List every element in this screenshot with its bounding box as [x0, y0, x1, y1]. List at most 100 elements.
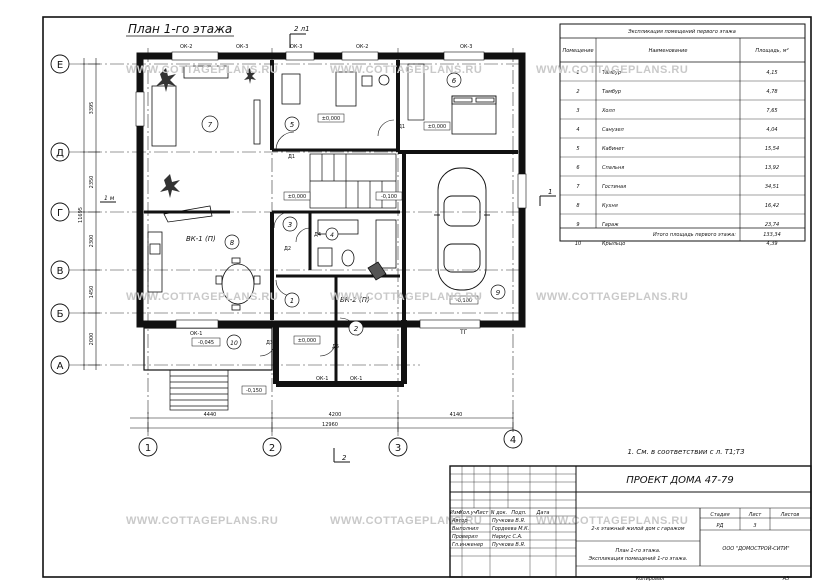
axis-bubbles-bottom: 1 2 3 4: [138, 429, 523, 457]
section-mark-left: 1 м: [104, 195, 115, 202]
explication-name-8: Кухня: [602, 203, 618, 209]
bathroom-fixtures: [317, 219, 397, 281]
porch-stairs: [169, 369, 229, 411]
room-number-1: 1: [290, 297, 294, 305]
dim-left-total: 11695: [78, 207, 84, 223]
plant-icons: [156, 68, 256, 198]
explication-area-10: 4,39: [766, 241, 777, 247]
window-mark-1: ОК-2: [180, 44, 192, 50]
bed-icon: [451, 95, 497, 135]
label-vk1: ВК-1 (П): [186, 235, 216, 243]
window-mark-4: ОК-2: [356, 44, 368, 50]
explication-name-9: Гараж: [602, 222, 619, 228]
footnote: 1. См. в соответствии с л. Т1;Т3: [627, 448, 744, 456]
explication-area-9: 23,74: [765, 222, 779, 228]
axis-bubbles-left: Е Д Г В Б А: [50, 54, 70, 375]
explication-area-6: 13,92: [765, 165, 779, 171]
window-mark-2: ОК-3: [236, 44, 248, 50]
window-mark-5: ОК-3: [460, 44, 472, 50]
explication-area-3: 7,65: [766, 108, 777, 114]
section-mark-bottom: 2: [342, 454, 347, 462]
title-sheet-1: План 1-го этажа.: [615, 548, 660, 554]
explication-num-4: 4: [576, 127, 579, 133]
dim-left-2: 2350: [89, 176, 95, 189]
explication-num-10: 10: [575, 241, 581, 247]
axis-bubble-d: [50, 142, 70, 162]
window-mark-3: ОК-3: [290, 44, 302, 50]
label-d4: Д4: [314, 232, 321, 238]
axis-label-4: 4: [510, 435, 516, 446]
label-vk2: ВК-2 (П): [340, 296, 370, 304]
explication-total-value: 133,34: [763, 232, 781, 238]
explication-header-num: Помещение: [562, 48, 593, 54]
watermark-8: WWW.COTTAGEPLANS.RU: [330, 515, 482, 527]
internal-stair: [309, 153, 397, 209]
title-list-header: Лист: [748, 512, 763, 518]
watermark-1: WWW.COTTAGEPLANS.RU: [126, 64, 278, 76]
explication-num-7: 7: [576, 184, 580, 190]
title-name-4: Пучкова В.Я.: [492, 542, 525, 548]
room-number-9: 9: [496, 289, 501, 297]
title-format: А3: [782, 576, 790, 582]
axis-bubble-a: [50, 355, 70, 375]
explication-area-7: 34,51: [765, 184, 779, 190]
explication-area-2: 4,78: [766, 89, 777, 95]
explication-num-3: 3: [576, 108, 579, 114]
title-col-kol: Кол.уч: [459, 510, 476, 516]
label-d2: Д2: [284, 246, 291, 252]
explication-total-label: Итого площадь первого этажа:: [653, 232, 736, 238]
title-stage-header: Стадия: [710, 512, 729, 518]
title-name-2: Гордеева М.К.: [492, 526, 529, 532]
kitchen-furniture: [147, 205, 261, 311]
title-name-3: Нариус С.А.: [492, 534, 523, 540]
axis-label-v: В: [57, 266, 64, 277]
level-marks: [191, 113, 479, 395]
level-bedroom: ±0,000: [428, 124, 447, 130]
explication-num-8: 8: [576, 203, 579, 209]
room-number-5: 5: [290, 121, 295, 129]
title-stage-value: РД: [717, 523, 724, 529]
explication-area-5: 15,54: [765, 146, 779, 152]
windows: [135, 51, 527, 329]
title-col-izm: Изм.: [450, 510, 462, 516]
title-col-podp: Подп.: [511, 510, 526, 516]
label-d1b: Д1: [398, 124, 405, 130]
window-mark-6: ОК-1: [190, 331, 202, 337]
explication-num-5: 5: [576, 146, 579, 152]
dim-left-1: 3395: [89, 102, 95, 115]
level-vestibule: ±0,000: [298, 338, 317, 344]
section-mark-top: 2 л1: [294, 25, 310, 33]
explication-name-6: Спальня: [602, 165, 624, 171]
title-role-4: Гл.инженер: [452, 542, 483, 548]
axis-label-3: 3: [395, 443, 401, 454]
axis-bubble-g: [50, 202, 70, 222]
explication-name-3: Холл: [601, 108, 616, 114]
window-mark-8: ОК-1: [350, 376, 362, 382]
axis-label-d: Д: [56, 148, 64, 159]
axis-label-a: А: [57, 361, 64, 372]
plan-title: План 1-го этажа: [128, 22, 232, 36]
watermark-3: WWW.COTTAGEPLANS.RU: [536, 64, 688, 76]
dimension-lines: [80, 58, 514, 432]
explication-name-10: Крыльцо: [602, 241, 625, 247]
explication-header-area: Площадь, м²: [755, 48, 788, 54]
title-col-list: Лист: [475, 510, 490, 516]
title-col-data: Дата: [536, 510, 550, 516]
explication-num-6: 6: [576, 165, 579, 171]
title-block: [449, 465, 812, 578]
explication-area-1: 4,15: [766, 70, 777, 76]
label-d3: Д3: [266, 340, 273, 346]
axis-bubble-1: [138, 437, 158, 457]
level-garage: -0,100: [456, 298, 472, 304]
outer-frame: [42, 16, 812, 578]
explication-num-1: 1: [576, 70, 579, 76]
axis-bubble-v: [50, 260, 70, 280]
watermarks: WWW.COTTAGEPLANS.RU WWW.COTTAGEPLANS.RU …: [126, 64, 688, 527]
watermark-7: WWW.COTTAGEPLANS.RU: [126, 515, 278, 527]
window-mark-7: ОК-1: [316, 376, 328, 382]
level-stair: -0,100: [381, 194, 397, 200]
explication-table: [559, 23, 806, 242]
axis-label-2: 2: [269, 443, 275, 454]
